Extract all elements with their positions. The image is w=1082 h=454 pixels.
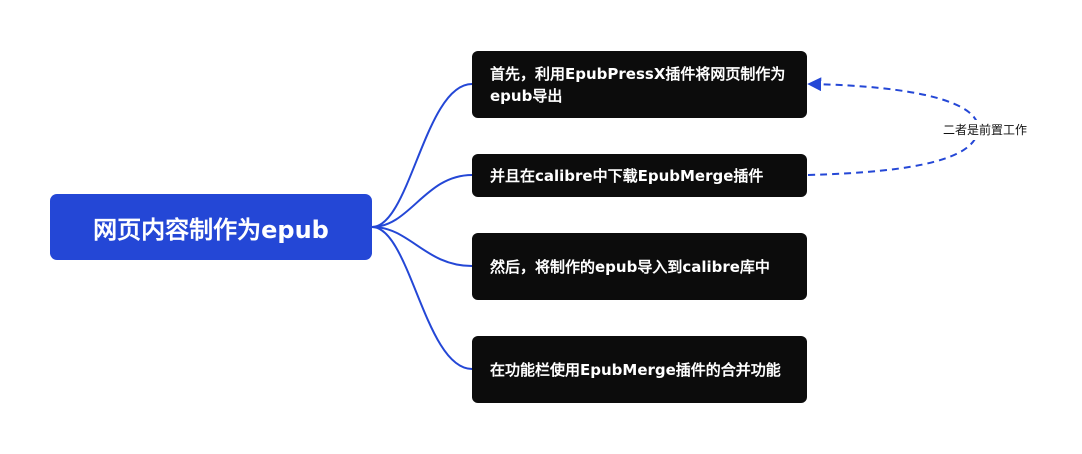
subtopic-import-library[interactable]: 然后，将制作的epub导入到calibre库中 (472, 233, 807, 300)
subtopic-label: 然后，将制作的epub导入到calibre库中 (490, 257, 770, 276)
connector-child-3 (371, 226, 473, 267)
connector-child-1 (371, 83, 473, 228)
subtopic-export-epub[interactable]: 首先，利用EpubPressX插件将网页制作为epub导出 (472, 51, 807, 118)
subtopic-merge-function[interactable]: 在功能栏使用EpubMerge插件的合并功能 (472, 336, 807, 403)
connector-child-4 (371, 226, 473, 370)
relation-label[interactable]: 二者是前置工作 (930, 120, 1040, 140)
connector-child-2 (371, 174, 473, 228)
subtopic-install-plugin[interactable]: 并且在calibre中下载EpubMerge插件 (472, 154, 807, 197)
root-topic[interactable]: 网页内容制作为epub (50, 194, 372, 260)
subtopic-label: 并且在calibre中下载EpubMerge插件 (490, 166, 764, 185)
subtopic-label: 在功能栏使用EpubMerge插件的合并功能 (490, 360, 781, 379)
subtopic-label: 首先，利用EpubPressX插件将网页制作为epub导出 (490, 64, 786, 105)
root-topic-label: 网页内容制作为epub (93, 215, 329, 244)
